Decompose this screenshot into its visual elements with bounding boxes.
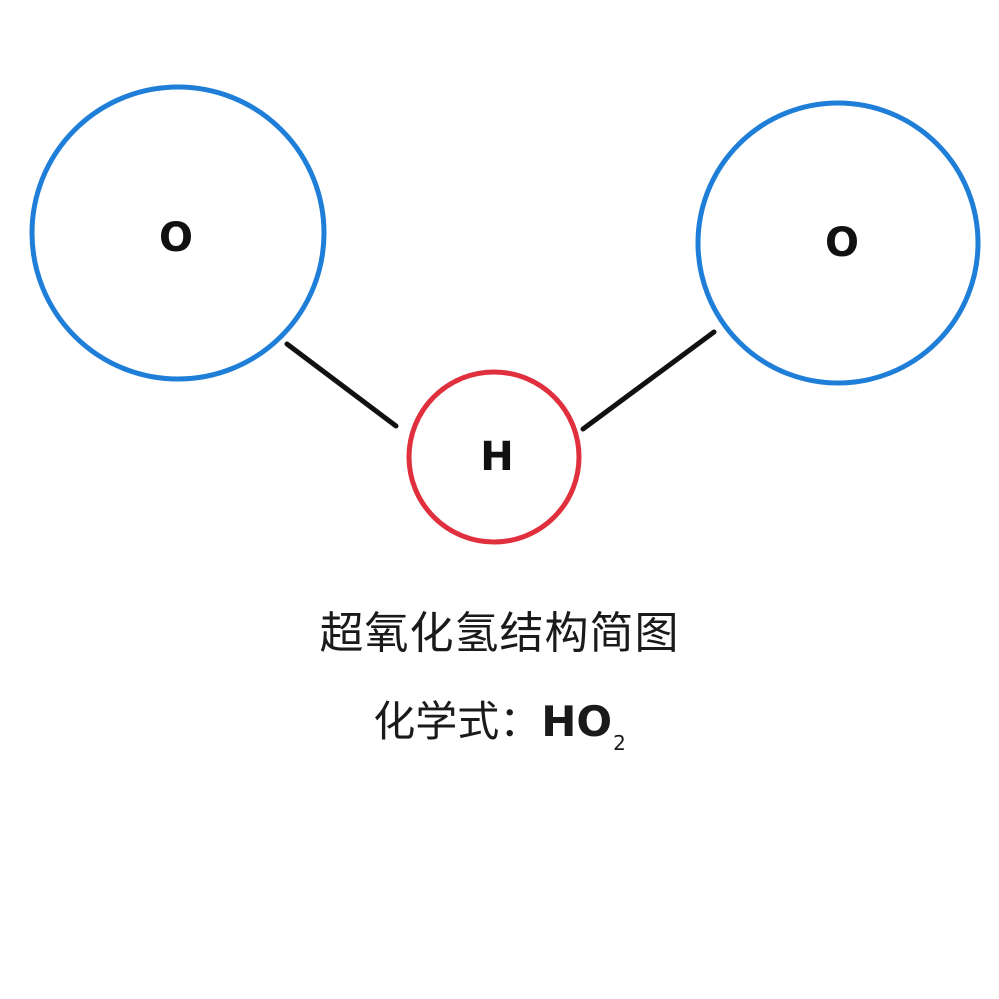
diagram-title: 超氧化氢结构简图 (319, 608, 680, 659)
formula-subscript: 2 (613, 731, 626, 755)
formula-label: 化学式： (373, 697, 542, 746)
atom-oxygen-right (695, 100, 981, 386)
atom-oxygen-left (29, 84, 327, 382)
bond-right (580, 329, 717, 432)
atom-oxygen-right-label: O (825, 220, 859, 266)
chemical-formula: 化学式：HO2 (0, 694, 999, 771)
atom-hydrogen-label: H (480, 434, 513, 480)
formula-main: HO (541, 697, 613, 746)
atom-oxygen-left-label: O (159, 215, 193, 261)
bond-left (284, 341, 399, 429)
atom-hydrogen (406, 369, 582, 545)
